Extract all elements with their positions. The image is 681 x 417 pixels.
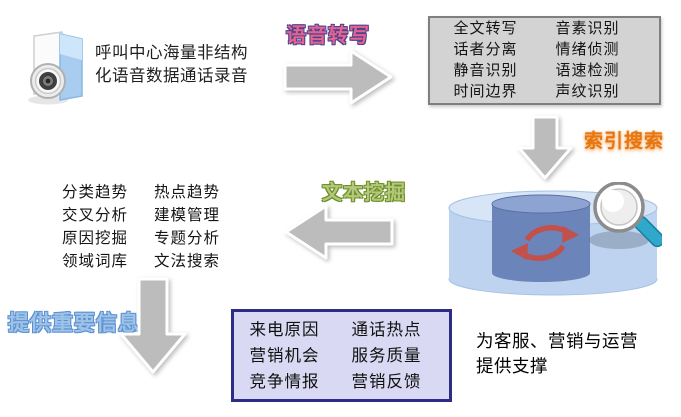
source-description-line2: 化语音数据通话录音 <box>95 67 248 85</box>
icon-shadow <box>28 95 68 105</box>
arrow-right-shape <box>283 49 393 105</box>
mining-item: 交叉分析 <box>62 207 129 224</box>
asr-capability-box: 全文转写 音素识别 话者分离 情绪侦测 静音识别 语速检测 时间边界 声纹识别 <box>428 16 661 105</box>
mining-item: 文法搜索 <box>154 253 221 270</box>
arrow-down-shape <box>119 277 187 374</box>
asr-item: 音素识别 <box>555 20 620 37</box>
mining-item: 热点趋势 <box>154 184 221 201</box>
asr-item: 情绪侦测 <box>555 41 620 58</box>
arrow-left-shape <box>284 204 394 260</box>
asr-item: 全文转写 <box>453 20 518 37</box>
voice-database-graphic <box>448 182 662 296</box>
arrow-right-icon <box>283 49 393 105</box>
arrow-left-icon <box>284 204 394 260</box>
insight-item: 营销机会 <box>249 346 320 365</box>
label-speech-transcription: 语音转写 <box>286 25 370 47</box>
speaker-center <box>45 78 51 84</box>
magnifier-icon <box>593 182 662 248</box>
business-insight-box: 来电原因 通话热点 营销机会 服务质量 竞争情报 营销反馈 <box>231 309 452 402</box>
arrow-down-shape <box>517 115 573 180</box>
refresh-icon <box>511 225 579 261</box>
mining-item: 建模管理 <box>154 207 221 224</box>
mining-item: 专题分析 <box>154 230 221 247</box>
insight-item: 服务质量 <box>351 346 422 365</box>
insight-item: 竞争情报 <box>249 372 320 391</box>
asr-item: 声纹识别 <box>555 83 620 100</box>
label-text-mining: 文本挖掘 <box>322 182 406 204</box>
support-statement-line1: 为客服、营销与运营 <box>476 331 638 351</box>
mining-item: 分类趋势 <box>62 184 129 201</box>
mining-item: 原因挖掘 <box>62 230 129 247</box>
insight-item: 营销反馈 <box>351 372 422 391</box>
mining-item: 领域词库 <box>62 253 129 270</box>
arrow-down-icon <box>119 277 187 374</box>
asr-item: 时间边界 <box>453 83 518 100</box>
insight-item: 通话热点 <box>351 320 422 339</box>
support-statement-line2: 提供支撑 <box>476 356 548 376</box>
arrow-down-icon <box>517 115 573 180</box>
magnifier-shadow <box>589 231 649 249</box>
asr-item: 话者分离 <box>453 41 518 58</box>
asr-item: 静音识别 <box>453 62 518 79</box>
folder-highlight <box>60 34 82 60</box>
label-provide-key-info: 提供重要信息 <box>8 312 140 335</box>
source-description-line1: 呼叫中心海量非结构 <box>95 44 248 62</box>
source-description: 呼叫中心海量非结构 化语音数据通话录音 <box>95 42 248 88</box>
text-mining-list: 分类趋势 热点趋势 交叉分析 建模管理 原因挖掘 专题分析 领域词库 文法搜索 <box>62 183 220 271</box>
support-statement: 为客服、营销与运营 提供支撑 <box>476 329 638 379</box>
asr-item: 语速检测 <box>555 62 620 79</box>
label-index-search: 索引搜索 <box>584 131 665 152</box>
insight-item: 来电原因 <box>249 320 320 339</box>
audio-folder-icon <box>28 31 83 105</box>
